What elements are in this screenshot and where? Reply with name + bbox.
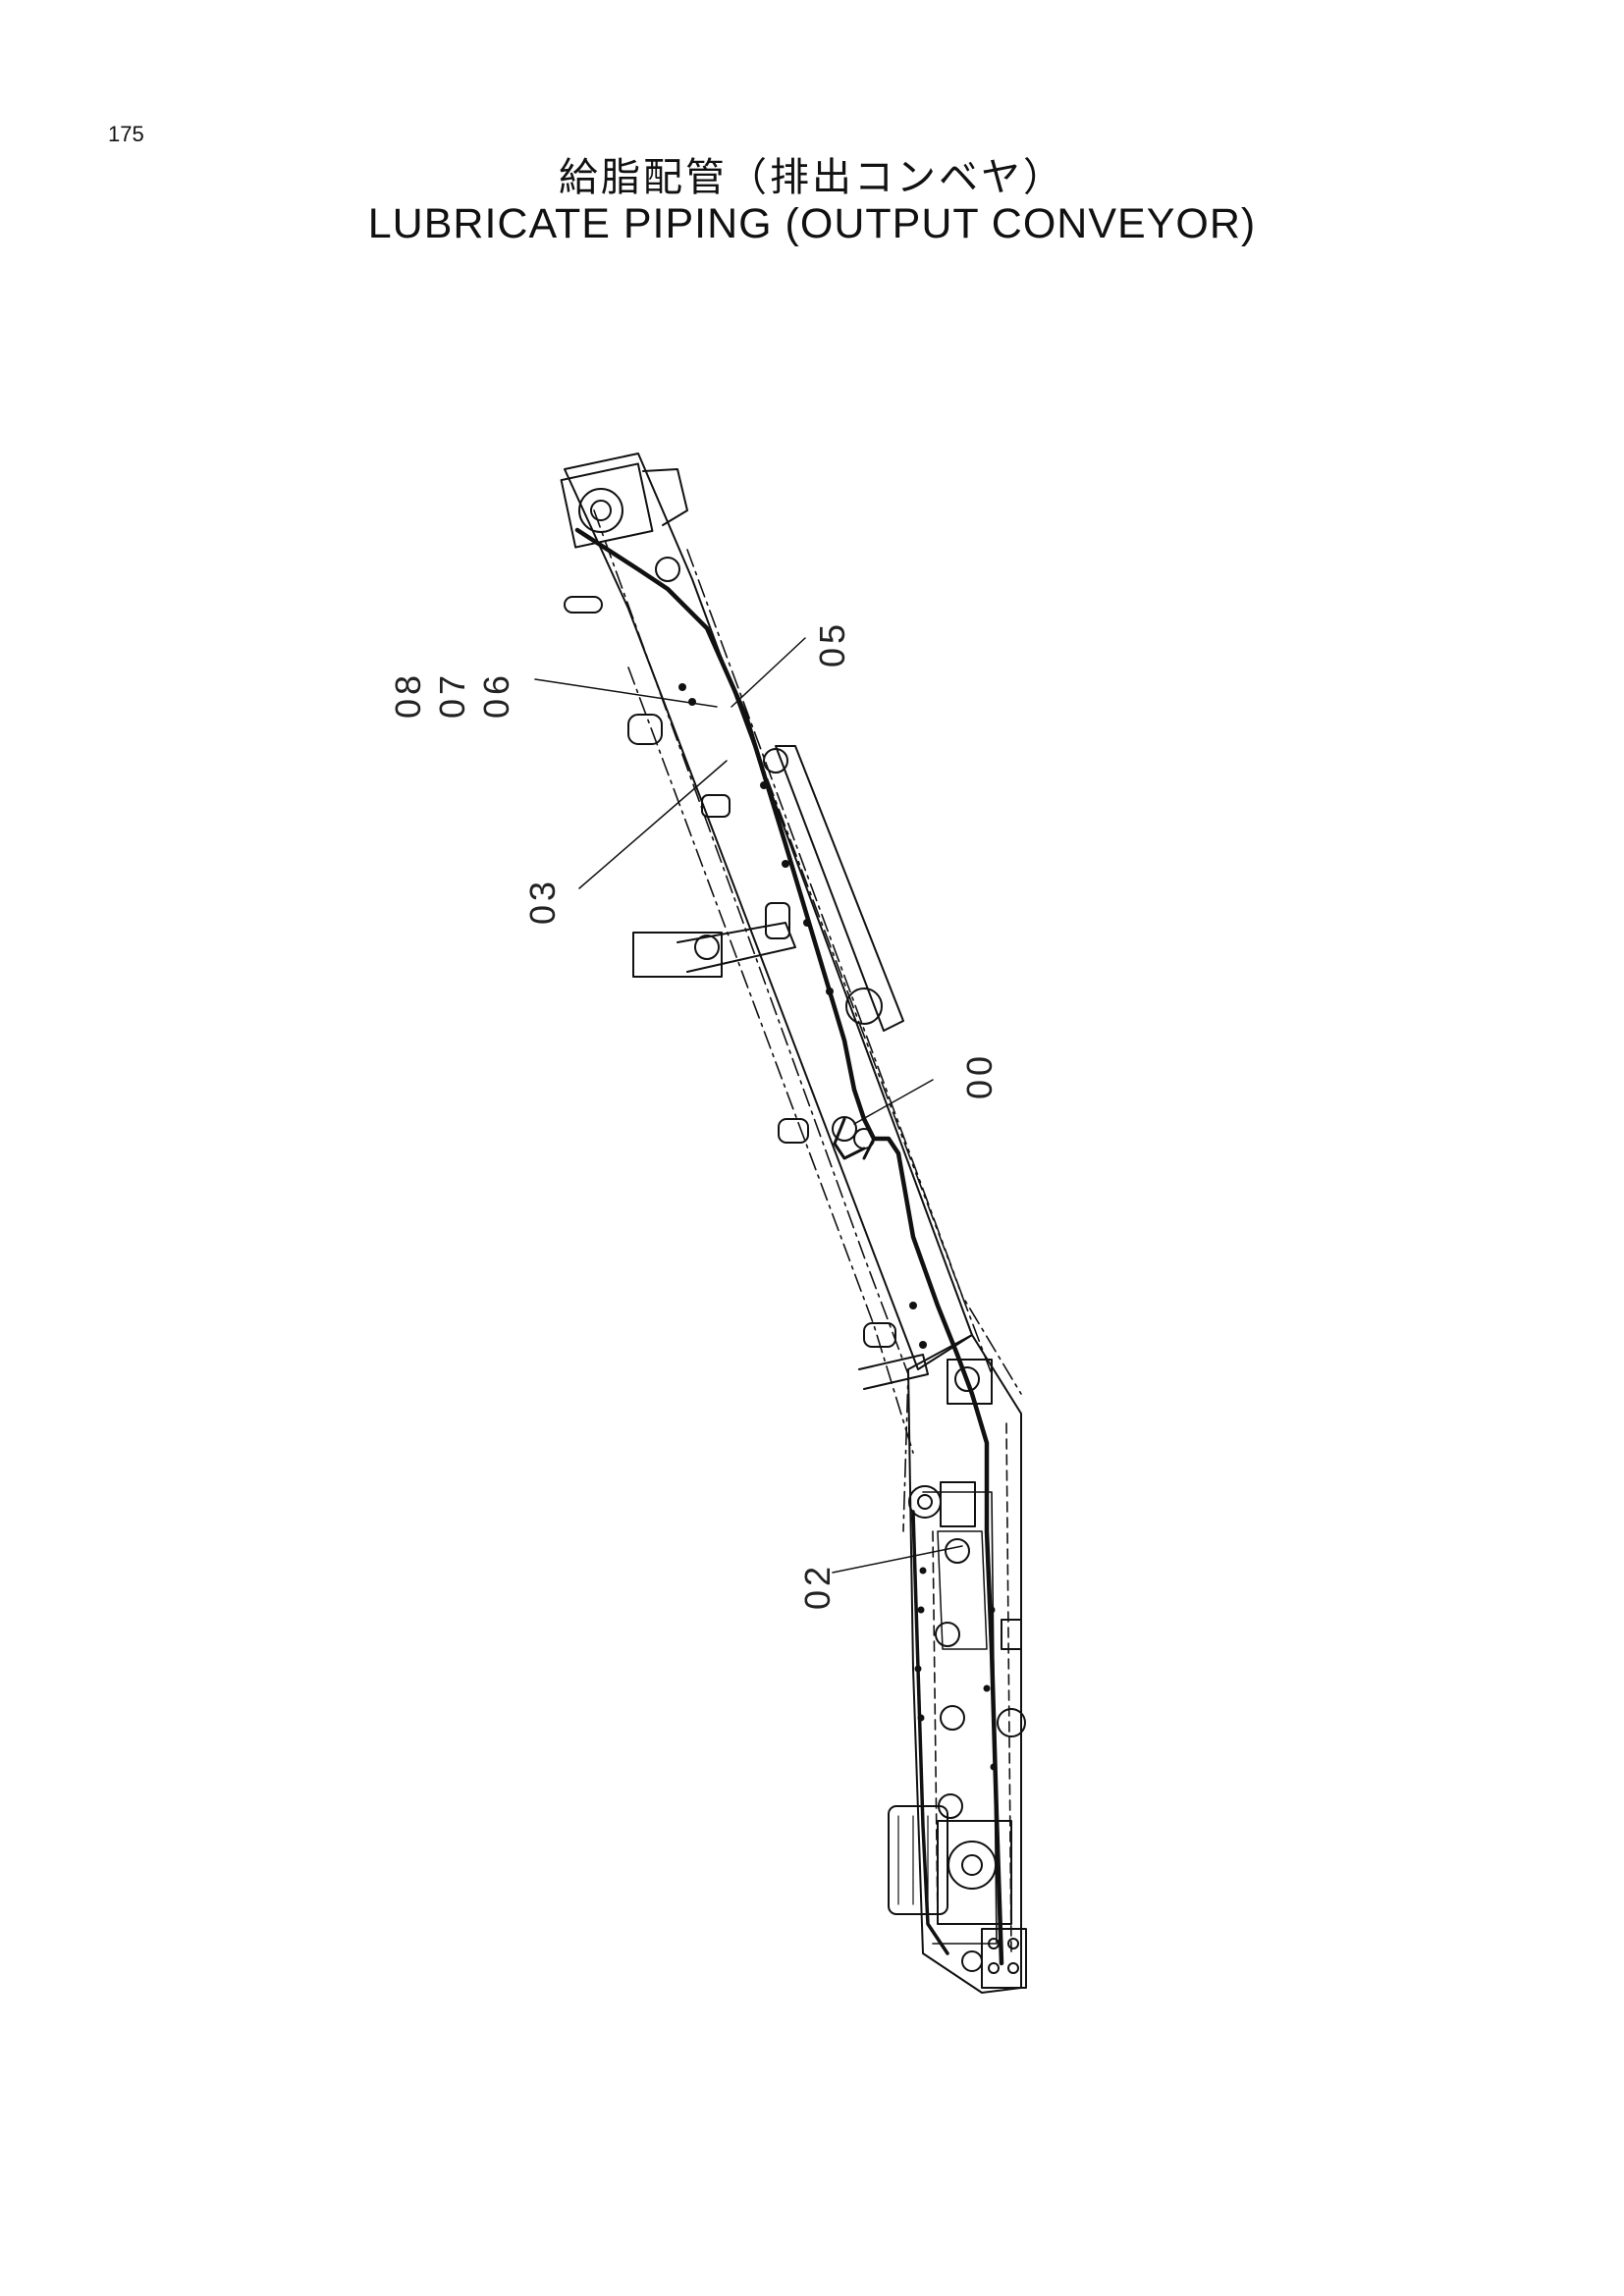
belt-outline-left <box>593 509 909 1532</box>
head-pulley <box>578 488 623 533</box>
callout-05: 05 <box>812 620 852 667</box>
belt-outline-right <box>686 549 1022 1395</box>
tail-pulley <box>947 1841 997 1890</box>
lubricate-pipe-lower-left <box>911 1510 949 1955</box>
frame-lower-inner <box>922 1491 998 1945</box>
lubricate-pipe-branch <box>833 1117 876 1160</box>
leader-00 <box>853 1079 934 1125</box>
leader-06 <box>534 678 718 708</box>
support-arm <box>632 932 723 978</box>
callout-08: 08 <box>388 671 428 719</box>
bracket-4 <box>765 902 790 939</box>
belt-outline-right-2 <box>721 657 993 1375</box>
bracket-3 <box>701 794 731 818</box>
bend-bracket <box>863 1322 896 1348</box>
conveyor-frame-lower <box>907 1334 1022 1994</box>
leader-02 <box>832 1545 963 1574</box>
idler-3 <box>940 1705 965 1731</box>
callout-06: 06 <box>476 671 516 719</box>
callout-03: 03 <box>522 878 563 925</box>
side-plate <box>775 745 904 1032</box>
lubricate-pipe-main <box>574 527 1004 1966</box>
base-plate <box>981 1928 1027 1989</box>
head-pulley-housing <box>560 462 654 549</box>
belt-outline-left-2 <box>627 667 914 1454</box>
lower-plate <box>937 1530 988 1650</box>
bracket-1 <box>564 596 603 614</box>
frame-lower-dashes <box>932 1530 939 1925</box>
callout-00: 00 <box>959 1052 1000 1099</box>
page-number: 175 <box>108 122 144 146</box>
tail-pulley-housing <box>937 1820 1012 1925</box>
leader-03 <box>578 760 728 889</box>
idler-5 <box>997 1708 1026 1737</box>
idler-2 <box>935 1622 960 1647</box>
bend-pulley <box>908 1485 942 1519</box>
drive-motor <box>888 1805 948 1915</box>
bracket-5 <box>778 1118 809 1144</box>
idler-1 <box>945 1538 970 1564</box>
title-english: LUBRICATE PIPING (OUTPUT CONVEYOR) <box>367 200 1257 247</box>
title-japanese: 給脂配管（排出コンベヤ） <box>559 155 1065 200</box>
callout-02: 02 <box>797 1563 838 1610</box>
leader-05 <box>731 637 806 708</box>
bracket-2 <box>627 714 663 745</box>
callout-07: 07 <box>432 671 472 719</box>
